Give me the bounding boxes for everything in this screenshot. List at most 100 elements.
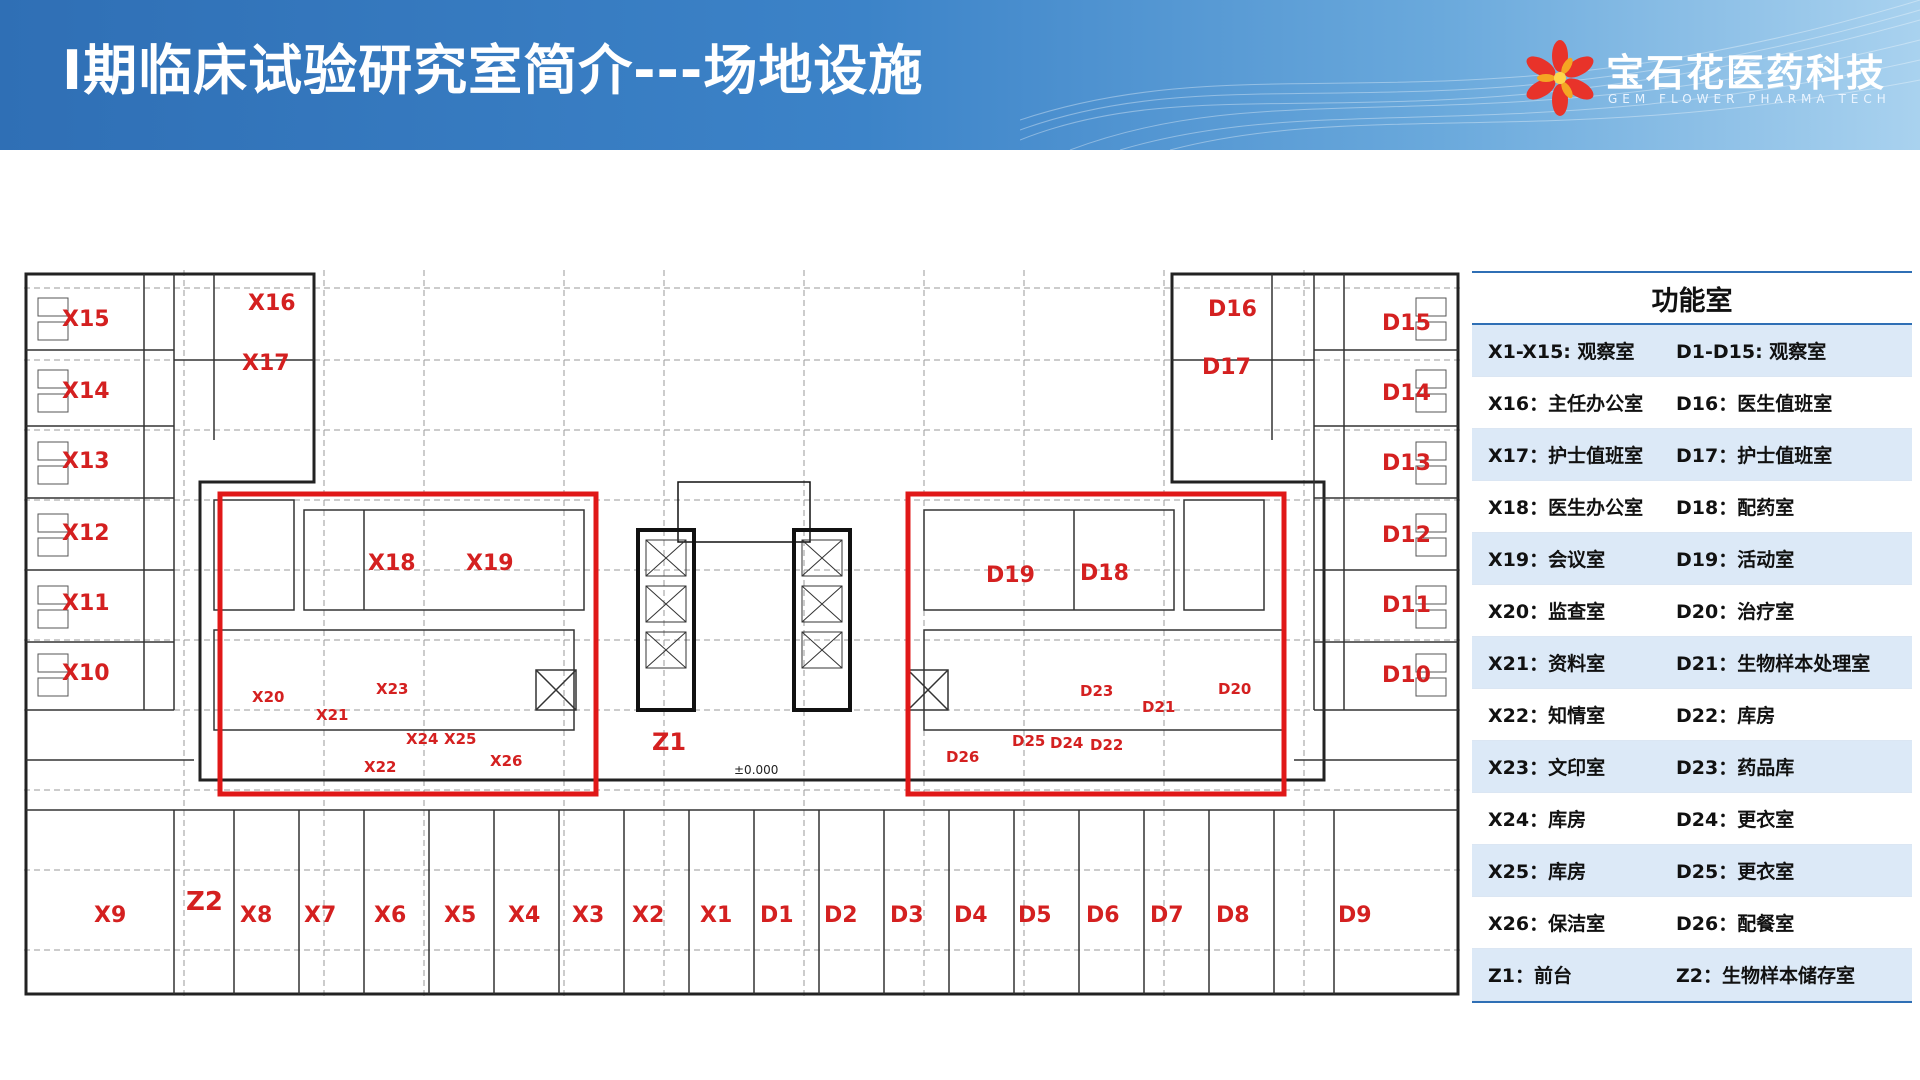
table-row: X23：文印室 D23：药品库 bbox=[1472, 741, 1912, 793]
table-row: X1-X15: 观察室 D1-D15: 观察室 bbox=[1472, 325, 1912, 377]
room-label-x7: X7 bbox=[304, 903, 336, 928]
table-cell-x: X17：护士值班室 bbox=[1488, 445, 1644, 467]
table-cell-d: D19：活动室 bbox=[1676, 549, 1795, 571]
table-cell-d: D22：库房 bbox=[1676, 705, 1776, 727]
elevator-cars bbox=[645, 539, 843, 669]
wave-decoration bbox=[1020, 0, 1920, 150]
table-cell-d: D17：护士值班室 bbox=[1676, 445, 1833, 467]
table-cell-x: X25：库房 bbox=[1488, 861, 1587, 883]
table-row: X19：会议室 D19：活动室 bbox=[1472, 533, 1912, 585]
logo-subtext: GEM FLOWER PHARMA TECH bbox=[1608, 92, 1891, 106]
room-label-z2: Z2 bbox=[186, 887, 223, 917]
room-label-x21: X21 bbox=[316, 706, 348, 724]
room-label-d3: D3 bbox=[890, 903, 924, 928]
room-label-x8: X8 bbox=[240, 903, 272, 928]
right-highlight-box bbox=[905, 491, 1287, 797]
room-label-d21: D21 bbox=[1142, 698, 1175, 716]
room-label-d1: D1 bbox=[760, 903, 794, 928]
room-label-d4: D4 bbox=[954, 903, 988, 928]
table-cell-x: X23：文印室 bbox=[1488, 757, 1606, 779]
room-label-x9: X9 bbox=[94, 903, 126, 928]
room-label-d19: D19 bbox=[986, 563, 1035, 588]
bed-symbols bbox=[37, 297, 1447, 697]
left-wing-rooms bbox=[26, 274, 314, 761]
company-logo: 宝石花医药科技 GEM FLOWER PHARMA TECH bbox=[1520, 36, 1886, 120]
table-title: 功能室 bbox=[1472, 271, 1912, 325]
table-cell-d: D25：更衣室 bbox=[1676, 861, 1795, 883]
room-label-x24: X24 bbox=[406, 730, 438, 748]
room-label-x19: X19 bbox=[466, 551, 514, 576]
table-rows: X1-X15: 观察室 D1-D15: 观察室 X16：主任办公室 D16：医生值班室… bbox=[1472, 325, 1912, 1003]
room-label-x10: X10 bbox=[62, 661, 110, 686]
room-label-x25: X25 bbox=[444, 730, 476, 748]
room-label-x6: X6 bbox=[374, 903, 406, 928]
room-label-d17: D17 bbox=[1202, 355, 1251, 380]
logo-text: 宝石花医药科技 bbox=[1606, 51, 1887, 95]
room-label-d15: D15 bbox=[1382, 311, 1431, 336]
room-label-d13: D13 bbox=[1382, 451, 1431, 476]
table-cell-d: D16：医生值班室 bbox=[1676, 393, 1833, 415]
table-cell-x: X1-X15: 观察室 bbox=[1488, 341, 1635, 363]
room-label-d22: D22 bbox=[1090, 736, 1123, 754]
grid-lines bbox=[24, 270, 1460, 1000]
left-highlight-box bbox=[217, 491, 599, 797]
table-cell-x: X22：知情室 bbox=[1488, 705, 1606, 727]
room-label-d2: D2 bbox=[824, 903, 858, 928]
room-label-d20: D20 bbox=[1218, 680, 1251, 698]
table-cell-x: X24：库房 bbox=[1488, 809, 1587, 831]
table-cell-d: D26：配餐室 bbox=[1676, 913, 1795, 935]
room-label-x20: X20 bbox=[252, 688, 284, 706]
highlight-boxes bbox=[217, 491, 1287, 797]
left-core-interior bbox=[213, 499, 585, 731]
room-label-x16: X16 bbox=[248, 291, 296, 316]
flower-logo-icon bbox=[1526, 40, 1594, 116]
room-label-d12: D12 bbox=[1382, 523, 1431, 548]
room-label-x3: X3 bbox=[572, 903, 604, 928]
room-label-x17: X17 bbox=[242, 351, 290, 376]
room-label-d10: D10 bbox=[1382, 663, 1431, 688]
table-row: X20：监查室 D20：治疗室 bbox=[1472, 585, 1912, 637]
header-banner: Ⅰ期临床试验研究室简介---场地设施 宝石花医药科 bbox=[0, 0, 1920, 150]
room-label-x23: X23 bbox=[376, 680, 408, 698]
table-cell-x: X20：监查室 bbox=[1488, 601, 1606, 623]
function-room-table: 功能室 X1-X15: 观察室 D1-D15: 观察室 X16：主任办公室 D16：医… bbox=[1472, 271, 1912, 1003]
page-title: Ⅰ期临床试验研究室简介---场地设施 bbox=[62, 39, 924, 102]
room-label-x22: X22 bbox=[364, 758, 396, 776]
room-label-x15: X15 bbox=[62, 307, 110, 332]
room-label-x5: X5 bbox=[444, 903, 476, 928]
table-cell-d: D20：治疗室 bbox=[1676, 601, 1795, 623]
room-label-d8: D8 bbox=[1216, 903, 1250, 928]
room-label-x14: X14 bbox=[62, 379, 110, 404]
room-label-x26: X26 bbox=[490, 752, 522, 770]
floor-plan-drawing: X15X16X17X14X13X12X11X10X18X19X20X21X23X… bbox=[24, 270, 1460, 1000]
room-label-d14: D14 bbox=[1382, 381, 1431, 406]
room-label-x4: X4 bbox=[508, 903, 540, 928]
room-label-d6: D6 bbox=[1086, 903, 1120, 928]
room-label-d26: D26 bbox=[946, 748, 979, 766]
right-wing-rooms bbox=[1172, 274, 1458, 761]
room-label-x1: X1 bbox=[700, 903, 732, 928]
elevator-cores bbox=[636, 481, 852, 712]
room-label-d7: D7 bbox=[1150, 903, 1184, 928]
room-label-d9: D9 bbox=[1338, 903, 1372, 928]
room-label-d25: D25 bbox=[1012, 732, 1045, 750]
bottom-rooms bbox=[26, 809, 1458, 994]
table-row: X22：知情室 D22：库房 bbox=[1472, 689, 1912, 741]
table-cell-x: X19：会议室 bbox=[1488, 549, 1606, 571]
room-label-d24: D24 bbox=[1050, 734, 1083, 752]
table-cell-d: D1-D15: 观察室 bbox=[1676, 341, 1827, 363]
table-row: X17：护士值班室 D17：护士值班室 bbox=[1472, 429, 1912, 481]
room-label-d16: D16 bbox=[1208, 297, 1257, 322]
table-cell-d: D23：药品库 bbox=[1676, 757, 1795, 779]
table-row: X18：医生办公室 D18：配药室 bbox=[1472, 481, 1912, 533]
room-label-x12: X12 bbox=[62, 521, 110, 546]
table-cell-x: X18：医生办公室 bbox=[1488, 497, 1644, 519]
table-cell-x: X16：主任办公室 bbox=[1488, 393, 1644, 415]
table-cell-d: D18：配药室 bbox=[1676, 497, 1795, 519]
room-label-z1: Z1 bbox=[652, 728, 686, 756]
room-label-d23: D23 bbox=[1080, 682, 1113, 700]
